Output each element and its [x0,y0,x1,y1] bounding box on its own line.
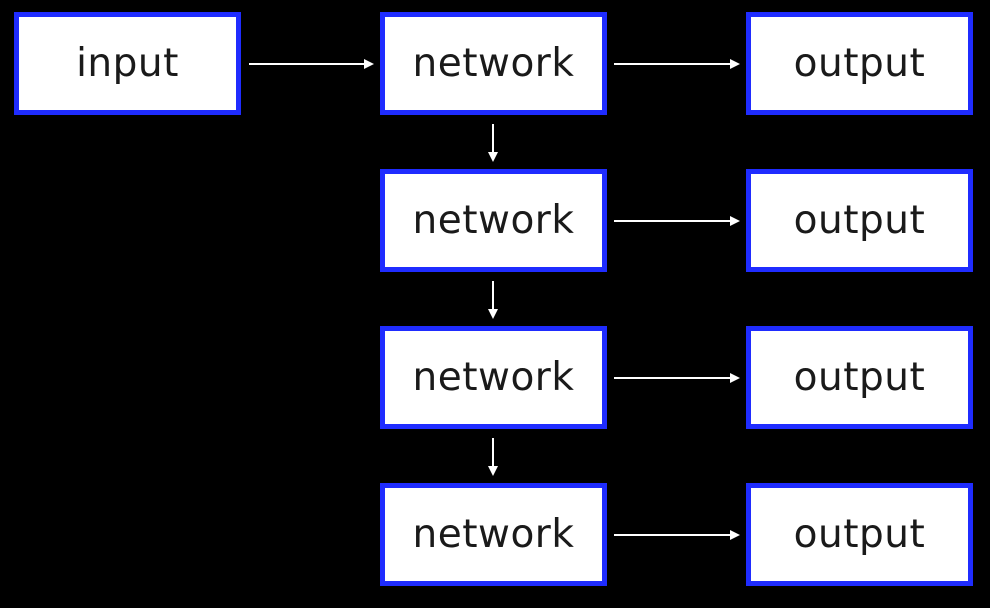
output-node-label: output [793,512,926,557]
network-node: network [380,326,607,429]
output-node: output [746,483,973,586]
output-node-label: output [793,198,926,243]
network-node-label: network [412,41,575,86]
output-node: output [746,326,973,429]
output-node-label: output [793,41,926,86]
input-node: input [14,12,241,115]
output-node: output [746,169,973,272]
network-node-label: network [412,355,575,400]
network-node: network [380,483,607,586]
network-node: network [380,169,607,272]
network-node-label: network [412,512,575,557]
network-node: network [380,12,607,115]
input-node-label: input [76,41,179,86]
network-node-label: network [412,198,575,243]
output-node: output [746,12,973,115]
output-node-label: output [793,355,926,400]
